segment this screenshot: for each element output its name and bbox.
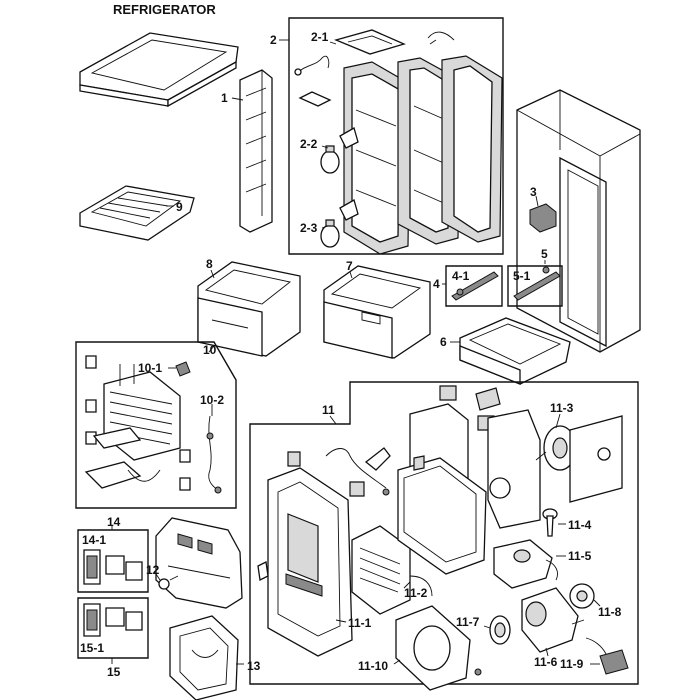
callout-11-3: 11-3 bbox=[550, 401, 574, 415]
callout-4-1: 4-1 bbox=[452, 269, 470, 283]
callout-14-1: 14-1 bbox=[82, 533, 106, 547]
callout-9: 9 bbox=[176, 200, 183, 214]
callout-11-7: 11-7 bbox=[456, 615, 480, 629]
part-10-1-sensor bbox=[175, 361, 191, 377]
part-5-1-rail bbox=[513, 266, 561, 301]
part-14-1-kit bbox=[83, 549, 143, 585]
group-box-10 bbox=[75, 341, 237, 509]
part-11-ice-housing bbox=[397, 403, 487, 575]
part-11-4-screw bbox=[542, 508, 558, 537]
callout-11-6: 11-6 bbox=[534, 655, 558, 669]
group-box-15 bbox=[77, 597, 149, 659]
callout-13: 13 bbox=[247, 659, 261, 673]
part-12-dispenser-panel bbox=[155, 517, 243, 609]
part-shelf-top bbox=[79, 32, 239, 108]
callout-4: 4 bbox=[433, 277, 440, 291]
callout-11: 11 bbox=[322, 403, 335, 417]
callout-11-2: 11-2 bbox=[404, 586, 428, 600]
part-11-5-actuator bbox=[493, 539, 558, 589]
callout-15: 15 bbox=[107, 665, 121, 679]
group-box-11 bbox=[249, 381, 639, 685]
part-10-evaporator bbox=[84, 355, 191, 491]
diagram-title: REFRIGERATOR bbox=[113, 2, 216, 17]
part-12-screw bbox=[158, 575, 179, 590]
part-cabinet bbox=[516, 89, 641, 353]
part-6-drawer bbox=[459, 317, 571, 385]
part-11-8-disc bbox=[569, 583, 595, 609]
part-11-6-motor bbox=[521, 587, 585, 653]
callout-11-10: 11-10 bbox=[358, 659, 388, 673]
part-2-2-bulb bbox=[320, 127, 359, 174]
group-box-4 bbox=[445, 265, 503, 307]
callout-7: 7 bbox=[346, 259, 353, 273]
group-box-14 bbox=[77, 529, 149, 593]
part-11-9-connector bbox=[585, 637, 629, 675]
part-11-1-dispenser-frame bbox=[257, 467, 353, 657]
callout-3: 3 bbox=[530, 185, 537, 199]
part-9-shelf bbox=[79, 185, 195, 241]
part-7-drawer bbox=[323, 265, 431, 359]
callout-2-2: 2-2 bbox=[300, 137, 318, 151]
part-4-1-rail bbox=[451, 271, 499, 301]
part-15-1-kit bbox=[83, 603, 143, 637]
callout-11-1: 11-1 bbox=[348, 616, 372, 630]
callout-8: 8 bbox=[206, 257, 213, 271]
group-box-2 bbox=[288, 17, 504, 255]
part-2-3-bulb bbox=[320, 199, 359, 248]
callout-2-1: 2-1 bbox=[311, 30, 329, 44]
callout-10: 10 bbox=[203, 343, 217, 357]
part-1-cover-strip bbox=[239, 69, 273, 233]
part-3-module bbox=[529, 203, 557, 233]
callout-1: 1 bbox=[221, 91, 228, 105]
part-11-2-heater bbox=[351, 525, 433, 615]
part-11-7-gear bbox=[489, 615, 511, 645]
callout-2: 2 bbox=[270, 33, 277, 47]
callout-6: 6 bbox=[440, 335, 447, 349]
callout-11-5: 11-5 bbox=[568, 549, 592, 563]
callout-11-4: 11-4 bbox=[568, 518, 592, 532]
callout-10-2: 10-2 bbox=[200, 393, 224, 407]
group-box-5 bbox=[507, 265, 563, 307]
callout-11-8: 11-8 bbox=[598, 605, 622, 619]
part-11-3-motor-assembly bbox=[487, 409, 623, 529]
part-10-2-fuse bbox=[206, 415, 222, 494]
callout-10-1: 10-1 bbox=[138, 361, 162, 375]
part-2-1-fittings bbox=[294, 29, 455, 107]
callout-14: 14 bbox=[107, 515, 121, 529]
callout-15-1: 15-1 bbox=[80, 641, 104, 655]
part-door-liners bbox=[343, 55, 503, 255]
callout-2-3: 2-3 bbox=[300, 221, 318, 235]
callout-5-1: 5-1 bbox=[513, 269, 531, 283]
callout-11-9: 11-9 bbox=[560, 657, 584, 671]
callout-5: 5 bbox=[541, 247, 548, 261]
part-11-10-cover-plate bbox=[395, 605, 482, 691]
part-13-chute bbox=[169, 615, 239, 700]
callout-12: 12 bbox=[146, 563, 160, 577]
